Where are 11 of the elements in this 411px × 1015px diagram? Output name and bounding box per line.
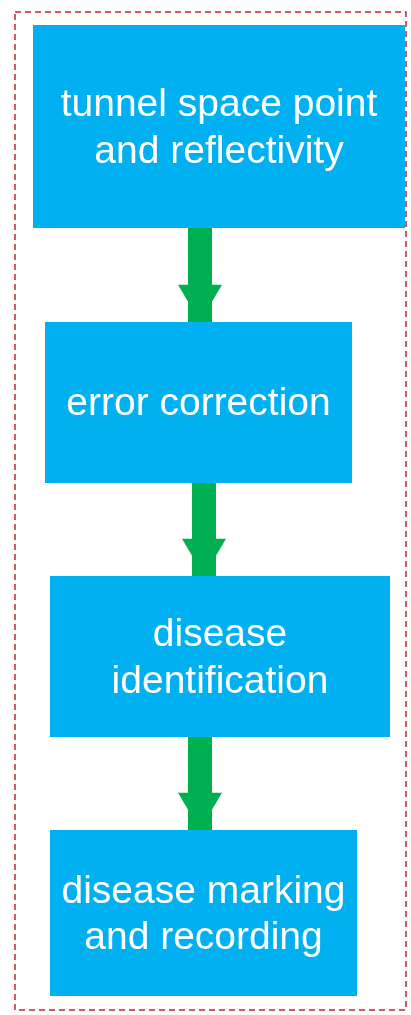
process-box (45, 322, 352, 483)
process-box (50, 576, 390, 737)
step-label: tunnel space point and reflectivity (59, 80, 379, 173)
step-label: disease marking and recording (60, 867, 347, 959)
arrow (178, 737, 222, 830)
arrow (182, 483, 226, 576)
step-label: error correction (66, 379, 331, 426)
arrow (178, 228, 222, 322)
step-label: disease identification (110, 610, 330, 703)
process-box (50, 830, 357, 996)
process-box (33, 25, 405, 228)
